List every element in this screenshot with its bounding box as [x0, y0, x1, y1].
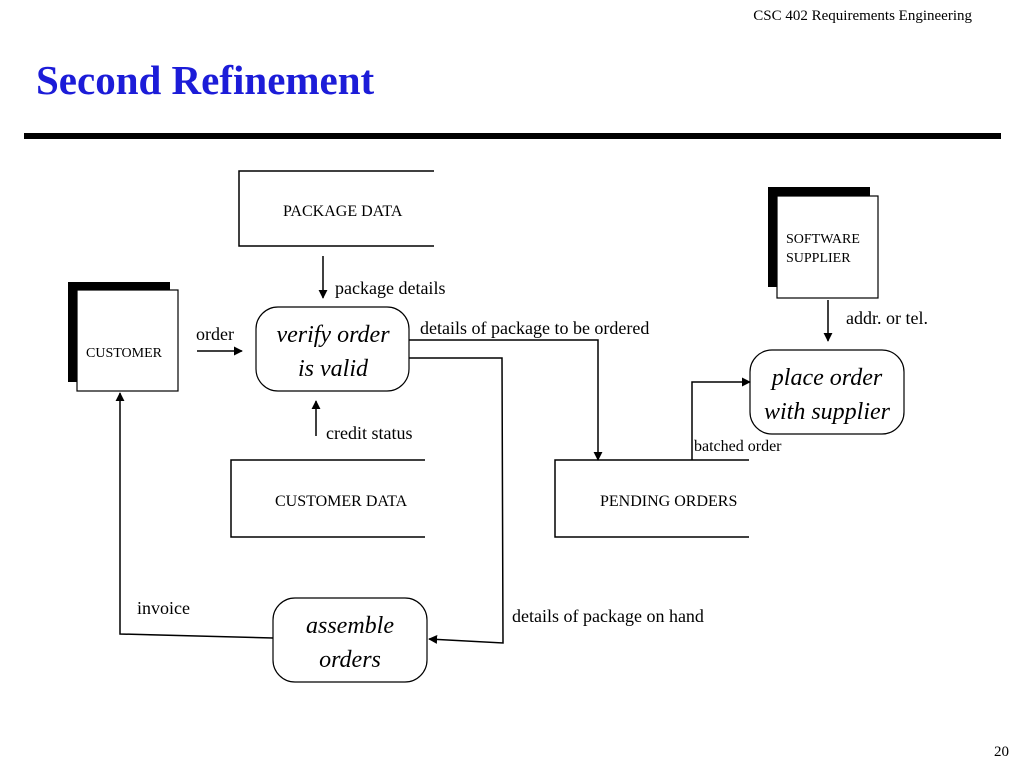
flow-details-to-order [409, 339, 603, 461]
flow-label-addr-tel: addr. or tel. [846, 308, 928, 328]
pending-orders-label: PENDING ORDERS [600, 493, 737, 510]
customer-data-store: CUSTOMER DATA [230, 459, 425, 538]
assemble-orders-line2: orders [319, 647, 381, 673]
assemble-orders-process: assemble orders [272, 597, 428, 683]
flow-details-on-hand [409, 357, 504, 644]
verify-order-line1: verify order [276, 322, 390, 348]
customer-label: CUSTOMER [86, 346, 163, 361]
supplier-box [776, 195, 879, 299]
course-name: CSC 402 Requirements Engineering [753, 8, 972, 24]
flow-label-details-to-order: details of package to be ordered [420, 318, 649, 338]
page-number: 20 [994, 744, 1009, 760]
flow-label-invoice: invoice [137, 598, 190, 618]
flow-batched-order [691, 377, 751, 460]
supplier-label-line1: SOFTWARE [786, 232, 860, 247]
flow-label-batched-order: batched order [694, 438, 782, 455]
verify-order-line2: is valid [298, 356, 369, 382]
verify-order-process: verify order is valid [255, 306, 410, 392]
place-order-line2: with supplier [764, 399, 891, 425]
flow-label-details-on-hand: details of package on hand [512, 606, 704, 626]
flow-label-package-details: package details [335, 278, 445, 298]
flow-label-order: order [196, 324, 234, 344]
customer-data-outline [230, 459, 425, 538]
assemble-orders-line1: assemble [306, 613, 394, 639]
package-data-store: PACKAGE DATA [238, 170, 434, 247]
title-rule [24, 133, 1001, 139]
pending-orders-store: PENDING ORDERS [554, 459, 749, 538]
supplier-entity: SOFTWARE SUPPLIER [768, 187, 879, 299]
customer-data-label: CUSTOMER DATA [275, 493, 408, 510]
package-data-label: PACKAGE DATA [283, 203, 403, 220]
slide-title: Second Refinement [36, 57, 375, 103]
place-order-process: place order with supplier [749, 349, 905, 435]
place-order-box [749, 349, 905, 435]
place-order-line1: place order [770, 365, 883, 391]
flow-invoice [115, 392, 274, 639]
pending-orders-outline [554, 459, 749, 538]
supplier-label-line2: SUPPLIER [786, 251, 851, 266]
flow-label-credit-status: credit status [326, 423, 412, 443]
package-data-outline [238, 170, 434, 247]
customer-box [76, 289, 179, 392]
verify-order-box [255, 306, 410, 392]
customer-entity: CUSTOMER [68, 282, 179, 392]
assemble-orders-box [272, 597, 428, 683]
